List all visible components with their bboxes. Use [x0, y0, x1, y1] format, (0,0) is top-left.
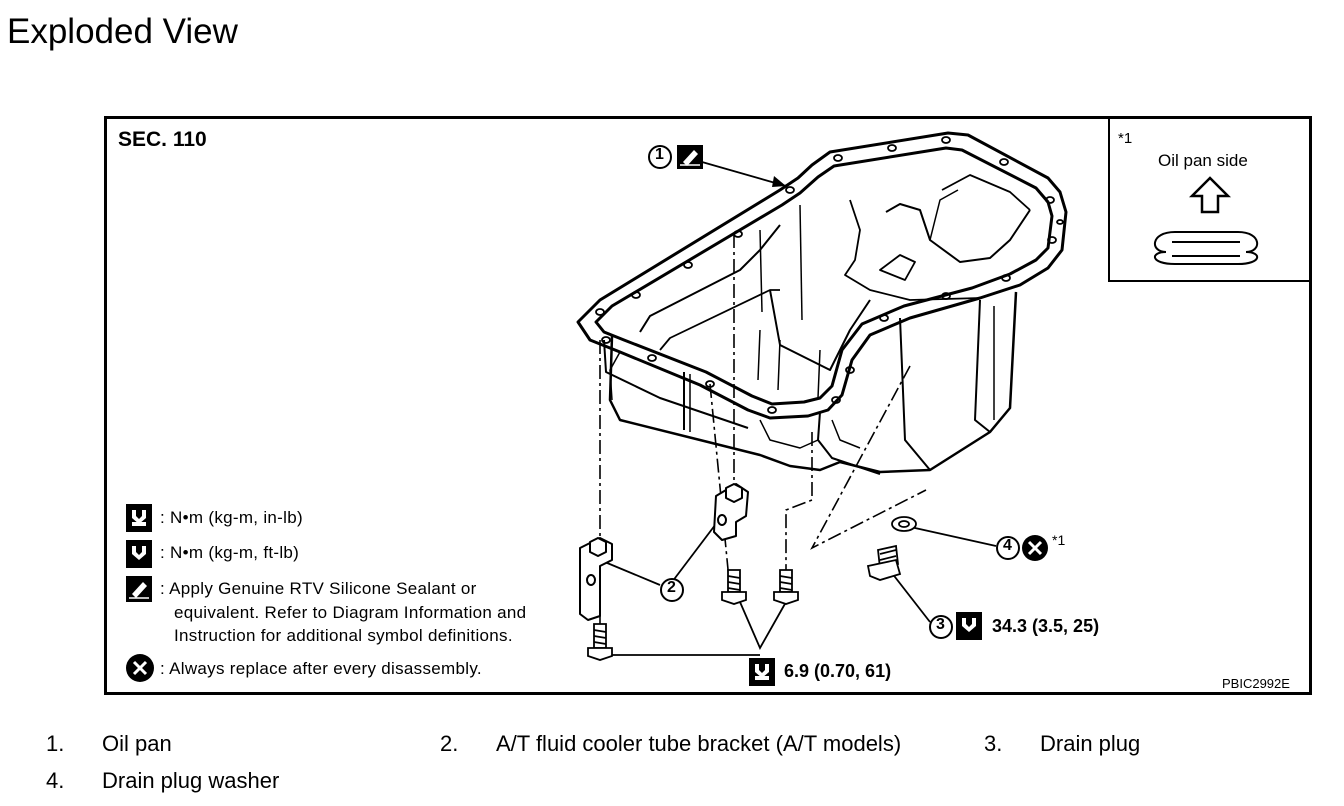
drain-plug: [866, 544, 902, 581]
legend-in-lb-text: : N•m (kg-m, in-lb): [160, 508, 303, 527]
part-4-name: Drain plug washer: [102, 768, 280, 793]
legend-sealant-line-2: equivalent. Refer to Diagram Information…: [174, 603, 527, 622]
oil-pan: [576, 131, 1068, 475]
part-3-number: 3.: [984, 731, 1003, 756]
inset-caption: Oil pan side: [1158, 151, 1248, 170]
inset-ref: *1: [1118, 130, 1133, 147]
callout-2-circle: [660, 578, 684, 602]
part-3-name: Drain plug: [1040, 731, 1141, 756]
legend-sealant-line-3: Instruction for additional symbol defini…: [174, 626, 513, 645]
diagram-frame: [104, 116, 1312, 695]
legend-torque-in-lb-icon: [126, 504, 152, 532]
legend-replace-text: : Always replace after every disassembly…: [160, 659, 482, 678]
callout-4: 4: [1003, 537, 1012, 554]
diagram-code: PBIC2992E: [1222, 676, 1290, 691]
part-1-name: Oil pan: [102, 731, 172, 756]
drain-plug-torque: 34.3 (3.5, 25): [992, 616, 1100, 636]
callout-4-ref: *1: [1052, 532, 1066, 548]
bolt-torque: 6.9 (0.70, 61): [784, 661, 892, 681]
replace-icon: [1022, 535, 1048, 561]
callout-1-circle: [648, 145, 672, 169]
bolt-mid: [721, 569, 747, 605]
torque-wrench-in-lb-icon: [749, 658, 775, 686]
section-label: SEC. 110: [118, 128, 207, 151]
sealant-icon: [677, 145, 703, 169]
legend-replace-icon: [126, 654, 154, 682]
legend-sealant-line-1: : Apply Genuine RTV Silicone Sealant or: [160, 579, 477, 598]
inset-box: [1108, 118, 1310, 282]
callout-3-circle: [929, 615, 953, 639]
callout-3: 3: [936, 616, 945, 633]
callout-2: 2: [667, 579, 676, 596]
legend-ft-lb-text: : N•m (kg-m, ft-lb): [160, 543, 300, 562]
part-4-number: 4.: [46, 768, 65, 793]
part-1-number: 1.: [46, 731, 65, 756]
legend-sealant-icon: [126, 576, 152, 602]
gasket-profile: [1154, 231, 1258, 265]
part-2-name: A/T fluid cooler tube bracket (A/T model…: [496, 731, 902, 756]
callout-4-circle: [996, 536, 1020, 560]
page-title: Exploded View: [7, 12, 238, 51]
up-arrow-icon: [1188, 176, 1232, 214]
drain-plug-washer: [891, 516, 917, 532]
callout-1: 1: [655, 146, 664, 163]
torque-wrench-ft-lb-icon: [956, 612, 982, 640]
part-2-number: 2.: [440, 731, 459, 756]
legend-torque-ft-lb-icon: [126, 540, 152, 568]
bolt-left: [587, 623, 613, 661]
bolt-right: [773, 569, 799, 605]
